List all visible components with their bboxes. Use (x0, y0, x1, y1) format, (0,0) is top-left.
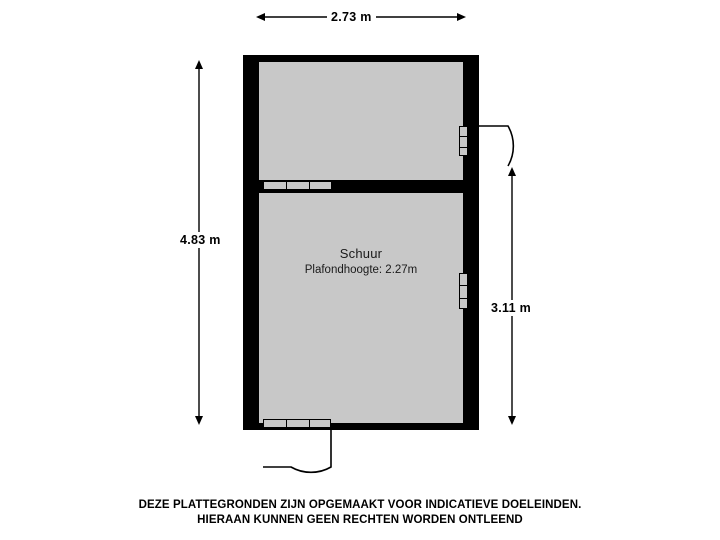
door-swing-schuur-bottom (255, 425, 340, 485)
room-ceiling-height-schuur: Plafondhoogte: 2.27m (304, 264, 418, 276)
footer-line-1: DEZE PLATTEGRONDEN ZIJN OPGEMAAKT VOOR I… (138, 499, 582, 511)
footer-disclaimer: DEZE PLATTEGRONDEN ZIJN OPGEMAAKT VOOR I… (0, 498, 720, 528)
room-label-schuur: Schuur Plafondhoogte: 2.27m (261, 246, 461, 276)
dimension-right-height-label: 3.11 m (487, 300, 536, 316)
room-floor-schuur (259, 193, 463, 423)
footer-line-2: HIERAAN KUNNEN GEEN RECHTEN WORDEN ONTLE… (197, 514, 523, 526)
door-swing-upper-right (468, 118, 538, 188)
window-opening-schuur-right (459, 273, 468, 309)
dimension-right-height (503, 167, 527, 425)
dimension-left-height-label: 4.83 m (176, 232, 225, 248)
dimension-top-width-label: 2.73 m (327, 9, 376, 25)
room-floor-upper (259, 62, 463, 180)
door-opening-upper-right (459, 126, 468, 156)
room-name-schuur: Schuur (339, 246, 383, 261)
door-opening-schuur-bottom (263, 419, 331, 428)
door-opening-partition (263, 181, 332, 190)
